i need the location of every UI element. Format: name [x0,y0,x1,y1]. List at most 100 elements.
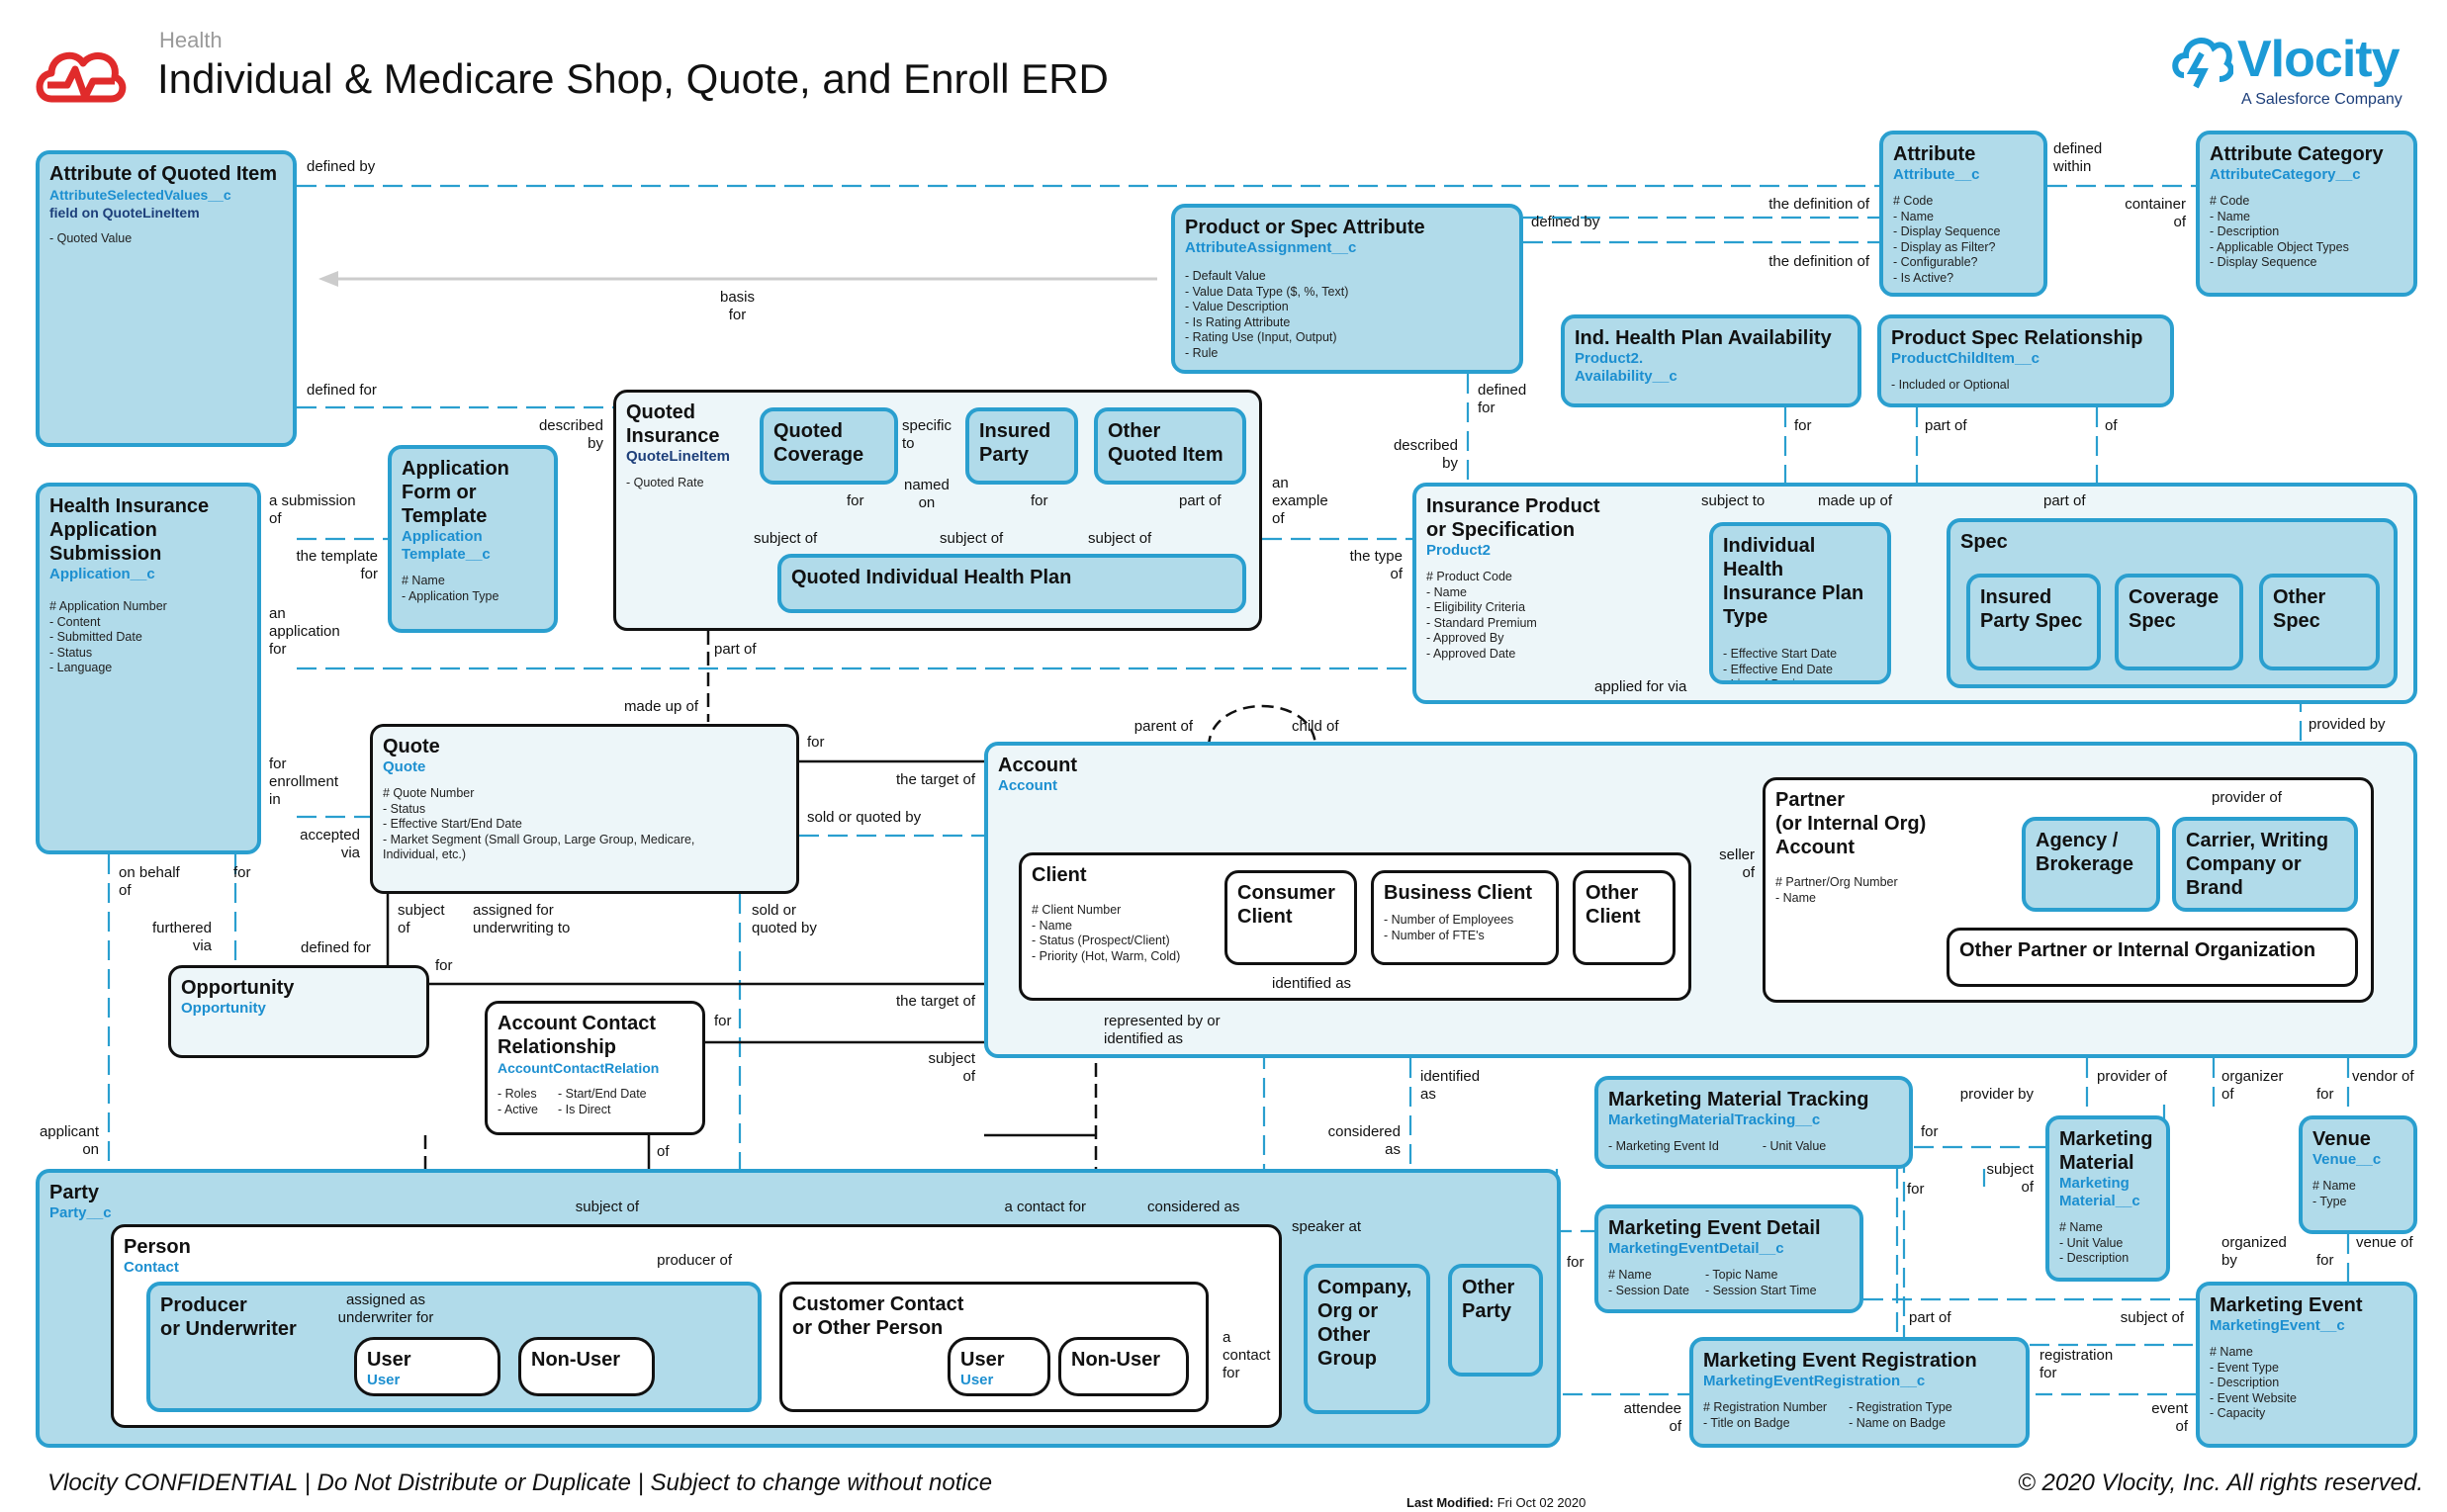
entity-attributes: # Partner/Org Number - Name [1775,875,1898,905]
entity-attributes: - Quoted Rate [626,476,704,489]
basis-arrow-head [318,271,338,287]
entity-marketing-material[interactable]: Marketing Material Marketing Material__c… [2045,1115,2170,1282]
entity-attributes-right: - Unit Value [1762,1139,1827,1153]
page-title: Individual & Medicare Shop, Quote, and E… [157,55,1109,102]
entity-api-name: Marketing Material__c [2059,1175,2140,1209]
entity-carrier-writing-company[interactable]: Carrier, Writing Company or Brand [2172,817,2358,912]
entity-name: Party [49,1182,100,1203]
entity-api-name: Product2. Availability__c [1575,350,1677,385]
rel-label: organizer of [2221,1068,2284,1103]
brand-name: Vlocity [2237,31,2400,88]
rel-label: defined for [307,382,377,399]
rel-label: subject of [1088,530,1152,547]
rel-label: for [1907,1181,1925,1198]
entity-name: Account [998,755,1077,776]
header-category: Health [159,28,223,52]
entity-marketing-event-detail[interactable]: Marketing Event Detail MarketingEventDet… [1594,1204,1863,1313]
rel-label: applied for via [1594,678,1687,695]
entity-other-party[interactable]: Other Party [1448,1264,1543,1377]
entity-name: Attribute of Quoted Item [49,163,277,185]
entity-attribute-category[interactable]: Attribute Category AttributeCategory__c … [2196,131,2417,297]
rel-label: of [657,1143,670,1160]
rel-label: subject of [1986,1161,2034,1196]
entity-opportunity[interactable]: Opportunity Opportunity [168,965,429,1058]
rel-label: considered as [1147,1199,1240,1215]
entity-nonuser-producer[interactable]: Non-User [518,1337,655,1396]
rel-label: part of [714,641,757,658]
entity-product-spec-relationship[interactable]: Product Spec Relationship ProductChildIt… [1877,314,2174,407]
entity-name: Carrier, Writing Company or Brand [2186,830,2329,899]
entity-api-name: User [960,1372,994,1388]
entity-insured-party[interactable]: Insured Party [965,407,1078,485]
entity-api-name: QuoteLineItem [626,448,731,465]
entity-product-or-spec-attribute[interactable]: Product or Spec Attribute AttributeAssig… [1171,204,1523,374]
entity-venue[interactable]: Venue Venue__c # Name - Type [2299,1115,2417,1234]
entity-quote[interactable]: Quote Quote # Quote Number - Status - Ef… [370,724,799,894]
entity-agency-brokerage[interactable]: Agency / Brokerage [2022,817,2160,912]
entity-api-name: MarketingEventRegistration__c [1703,1373,1926,1389]
entity-quoted-coverage[interactable]: Quoted Coverage [760,407,898,485]
entity-insured-party-spec[interactable]: Insured Party Spec [1966,574,2101,670]
entity-other-client[interactable]: Other Client [1573,870,1676,965]
entity-api-name: AccountContactRelation [498,1060,660,1076]
rel-label: producer of [657,1252,732,1269]
brand-tagline: A Salesforce Company [2241,91,2402,108]
entity-other-partner[interactable]: Other Partner or Internal Organization [1947,928,2358,987]
vlocity-cloud-icon [2172,38,2233,89]
entity-other-quoted-item[interactable]: Other Quoted Item [1094,407,1246,485]
entity-ind-health-plan-availability[interactable]: Ind. Health Plan Availability Product2. … [1561,314,1861,407]
entity-name: Quoted Insurance [626,401,720,447]
entity-name: Individual Health Insurance Plan Type [1723,535,1864,628]
rel-label: applicant on [39,1123,99,1158]
entity-attribute[interactable]: Attribute Attribute__c # Code - Name - D… [1879,131,2047,297]
entity-company-org-group[interactable]: Company, Org or Other Group [1304,1264,1430,1414]
rel-label: made up of [1818,492,1893,509]
entity-application-form[interactable]: Application Form or Template Application… [388,445,558,633]
footer-modified-date: Fri Oct 02 2020 [1496,1495,1586,1510]
rel-label: speaker at [1292,1218,1362,1235]
rel-label: a submission of [269,492,356,527]
entity-name: Marketing Event [2210,1294,2363,1316]
entity-marketing-event[interactable]: Marketing Event MarketingEvent__c # Name… [2196,1282,2417,1448]
entity-attributes: # Name - Application Type [402,574,499,603]
rel-label: subject of [940,530,1004,547]
rel-label: on behalf of [119,864,180,899]
entity-marketing-event-registration[interactable]: Marketing Event Registration MarketingEv… [1689,1337,2030,1448]
rel-label: identified as [1420,1068,1481,1103]
rel-label: the target of [895,771,975,788]
entity-attributes: # Name - Type [2312,1179,2356,1208]
rel-label: part of [1179,492,1222,509]
entity-attributes: - Roles - Active - Start/End Date - Is D… [498,1087,692,1117]
rel-label: for [1031,492,1048,509]
entity-business-client[interactable]: Business Client - Number of Employees - … [1371,870,1559,965]
entity-other-spec[interactable]: Other Spec [2259,574,2380,670]
rel-label: container of [2125,196,2186,230]
rel-label: a contact for [1223,1329,1271,1381]
entity-health-insurance-application-submission[interactable]: Health Insurance Application Submission … [36,483,261,854]
footer-last-modified: Last Modified: Fri Oct 02 2020 [1406,1495,1586,1510]
entity-name: Other Spec [2273,586,2326,632]
entity-attributes: # Name - Event Type - Description - Even… [2210,1345,2298,1420]
rel-label: an example of [1272,475,1328,527]
rel-label: for [714,1013,732,1029]
entity-consumer-client[interactable]: Consumer Client [1224,870,1357,965]
entity-coverage-spec[interactable]: Coverage Spec [2115,574,2243,670]
rel-label: an application for [269,605,340,658]
entity-name: Insured Party [979,420,1051,466]
entity-name: Quoted Coverage [773,420,864,466]
entity-user-customer[interactable]: User User [948,1337,1050,1396]
rel-label: for [1794,417,1812,434]
rel-label: assigned as underwriter for [337,1291,434,1326]
entity-nonuser-customer[interactable]: Non-User [1058,1337,1189,1396]
entity-marketing-material-tracking[interactable]: Marketing Material Tracking MarketingMat… [1594,1076,1913,1169]
rel-label: a contact for [1004,1199,1086,1215]
entity-account-contact-relationship[interactable]: Account Contact Relationship AccountCont… [485,1001,705,1135]
entity-name: Non-User [531,1349,621,1371]
entity-name: Attribute Category [2210,143,2384,165]
entity-quoted-individual-health-plan[interactable]: Quoted Individual Health Plan [777,554,1246,613]
entity-user-producer[interactable]: User User [354,1337,500,1396]
entity-api-name: AttributeSelectedValues__c [49,187,231,203]
rel-label: described by [1393,437,1458,472]
entity-individual-health-plan-type[interactable]: Individual Health Insurance Plan Type - … [1709,522,1891,684]
entity-attribute-of-quoted-item[interactable]: Attribute of Quoted Item AttributeSelect… [36,150,297,447]
